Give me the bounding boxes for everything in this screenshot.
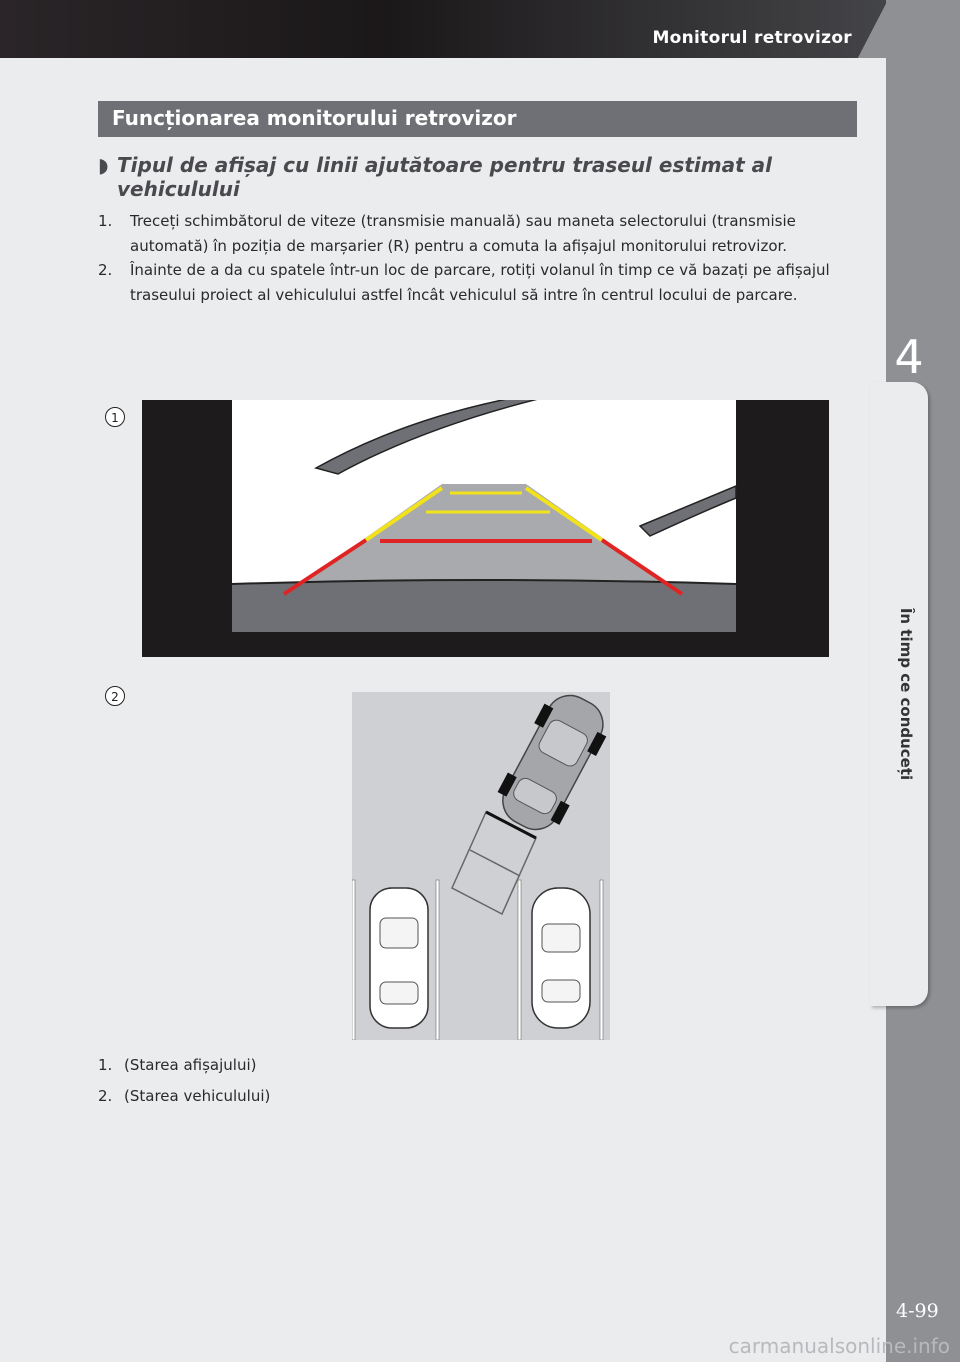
figure-marker-2: 2 [105,686,125,706]
watermark: carmanualsonline.info [728,1334,950,1358]
subheading: ◗ Tipul de afișaj cu linii ajutătoare pe… [98,153,828,201]
figure-captions: 1. (Starea afișajului) 2. (Starea vehicu… [98,1050,270,1112]
caption-item: 1. (Starea afișajului) [98,1050,270,1081]
parking-vehicle-illustration [352,692,610,1040]
chapter-label: În timp ce conduceți [897,607,915,781]
step-text: Treceți schimbătorul de viteze (transmis… [130,212,796,255]
step-item: 1. Treceți schimbătorul de viteze (trans… [98,209,858,258]
figure-marker-1: 1 [105,407,125,427]
page-number: 4-99 [896,1300,939,1322]
section-heading-bar: Funcționarea monitorului retrovizor [98,101,857,137]
caption-number: 2. [98,1087,113,1105]
caption-text: (Starea vehiculului) [124,1087,271,1105]
header-bar: Monitorul retrovizor [0,0,960,60]
parked-car-right [531,887,591,1029]
subheading-text: Tipul de afișaj cu linii ajutătoare pent… [117,153,772,201]
chapter-number: 4 [894,330,924,384]
subheading-marker-icon: ◗ [98,153,109,177]
parked-car-left [369,887,429,1029]
steps-list: 1. Treceți schimbătorul de viteze (trans… [98,209,858,307]
section-title: Funcționarea monitorului retrovizor [112,106,517,130]
rear-view-display-illustration [142,400,829,657]
caption-item: 2. (Starea vehiculului) [98,1081,270,1112]
header-title: Monitorul retrovizor [652,28,852,48]
chapter-tab[interactable] [870,382,928,1006]
reversing-car [497,694,607,831]
step-number: 2. [98,261,113,279]
step-text: Înainte de a da cu spatele într-un loc d… [130,261,830,304]
step-number: 1. [98,212,113,230]
caption-text: (Starea afișajului) [124,1056,257,1074]
step-item: 2. Înainte de a da cu spatele într-un lo… [98,258,858,307]
caption-number: 1. [98,1056,113,1074]
